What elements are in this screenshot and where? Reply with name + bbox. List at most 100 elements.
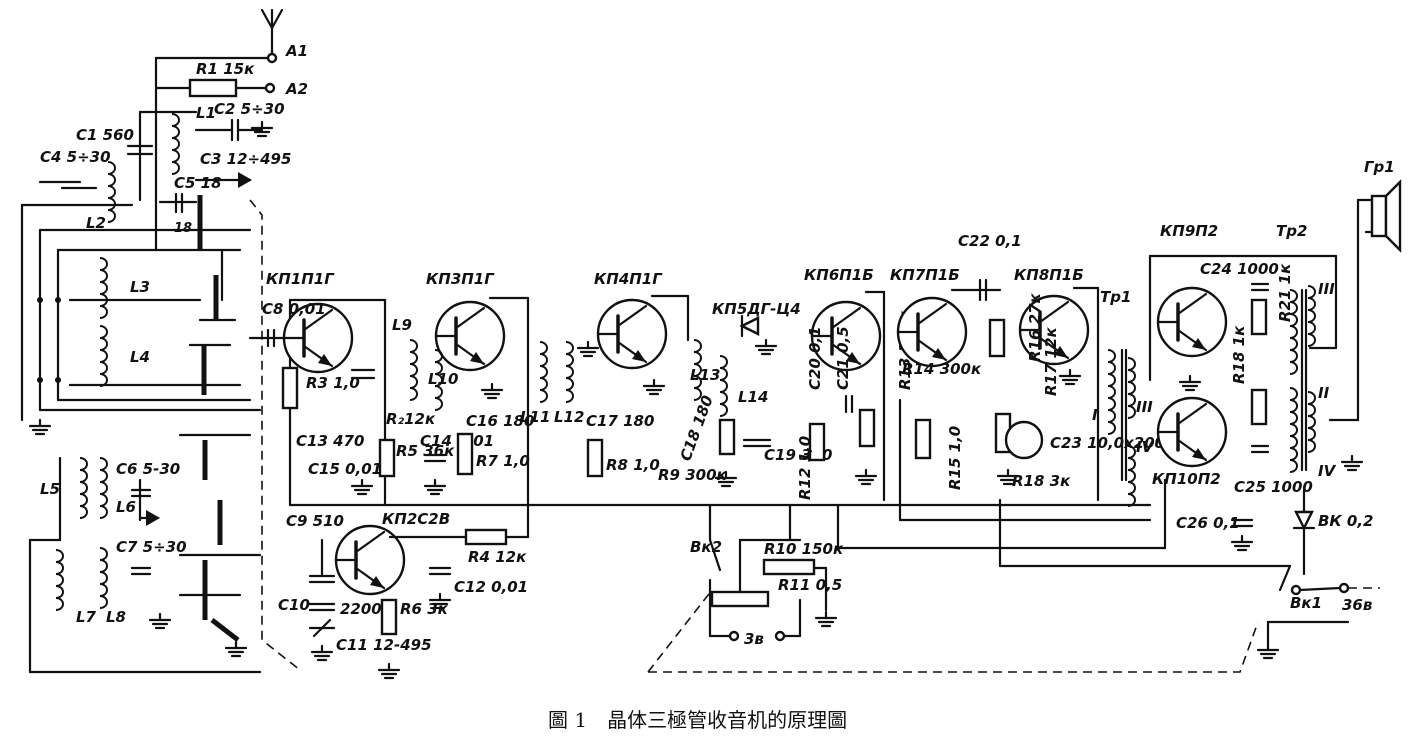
c13-label: C13 470 bbox=[296, 432, 364, 450]
c20-label: C20 0,1 bbox=[806, 326, 824, 390]
resistor-r21 bbox=[1250, 298, 1268, 336]
r10-label: R10 150к bbox=[764, 540, 844, 558]
resistor-r5 bbox=[378, 438, 396, 478]
diode-vk-icon bbox=[1292, 510, 1316, 531]
c18-label: C18 180 bbox=[676, 393, 716, 463]
l12-label: L12 bbox=[554, 408, 584, 426]
r21-label: R21 1к bbox=[1276, 263, 1294, 322]
kp8-label: КП8П1Б bbox=[1014, 266, 1084, 284]
c16-label: C16 180 bbox=[466, 412, 534, 430]
kp2-label: КП2С2В bbox=[382, 510, 450, 528]
resistor-r16 bbox=[988, 318, 1006, 358]
resistor-r10 bbox=[762, 558, 816, 576]
c21-label: C21 0,5 bbox=[834, 326, 852, 390]
l1-label: L1 bbox=[196, 104, 216, 122]
l13-label: L13 bbox=[690, 366, 720, 384]
c7-label: C7 5÷30 bbox=[116, 538, 187, 556]
r3-label: R3 1,0 bbox=[306, 374, 360, 392]
antenna-icon bbox=[260, 8, 284, 64]
l8-label: L8 bbox=[106, 608, 126, 626]
l6-label: L6 bbox=[116, 498, 136, 516]
transistor-kp4-icon bbox=[596, 298, 668, 370]
transistor-kp7-icon bbox=[896, 296, 968, 368]
resistor-r18b bbox=[1250, 388, 1268, 426]
kp5-label: КП5ДГ-Ц4 bbox=[712, 300, 801, 318]
transistor-kp3-icon bbox=[434, 300, 506, 372]
v36-label: 36в bbox=[1342, 596, 1372, 614]
resistor-r4 bbox=[464, 528, 508, 546]
r1-label: R1 15к bbox=[196, 60, 255, 78]
tr1-w4-label: IV bbox=[1136, 438, 1155, 456]
v3-label: 3в bbox=[744, 630, 764, 648]
c22-label: C22 0,1 bbox=[958, 232, 1022, 250]
resistor-r3 bbox=[281, 366, 299, 410]
antenna-a1-label: A1 bbox=[285, 42, 308, 60]
kp7-label: КП7П1Б bbox=[890, 266, 960, 284]
capacitor-c23 bbox=[1004, 420, 1044, 460]
c5-label: C5 18 bbox=[174, 174, 222, 192]
c17-label: C17 180 bbox=[586, 412, 654, 430]
c24-label: C24 1000 bbox=[1200, 260, 1279, 278]
l3-label: L3 bbox=[130, 278, 150, 296]
l11-label: L11 bbox=[520, 408, 550, 426]
l4-label: L4 bbox=[130, 348, 150, 366]
kp1-label: КП1П1Г bbox=[266, 270, 335, 288]
bk1-label: Вк1 bbox=[1290, 594, 1322, 612]
diode-vk-label: ВК 0,2 bbox=[1318, 512, 1374, 530]
kp6-label: КП6П1Б bbox=[804, 266, 874, 284]
resistor-r13 bbox=[858, 408, 876, 448]
c8-label: C8 0,01 bbox=[262, 300, 326, 318]
transistor-kp9-icon bbox=[1156, 286, 1228, 358]
resistor-r11 bbox=[710, 590, 770, 608]
speaker-icon bbox=[1370, 179, 1402, 253]
tr2-w4-label: IV bbox=[1318, 462, 1337, 480]
c3-label: C3 12÷495 bbox=[200, 150, 291, 168]
c11-label: C11 12-495 bbox=[336, 636, 432, 654]
figure-caption: 圖 1 晶体三極管收音机的原理圖 bbox=[548, 708, 847, 732]
r7-label: R7 1,0 bbox=[476, 452, 530, 470]
l5-label: L5 bbox=[40, 480, 60, 498]
r11-label: R11 0,5 bbox=[778, 576, 842, 594]
kp10-label: КП10П2 bbox=[1152, 470, 1221, 488]
r17-label: R17 12к bbox=[1042, 326, 1060, 396]
tr1-w1-label: I bbox=[1092, 406, 1098, 424]
c25-label: C25 1000 bbox=[1234, 478, 1313, 496]
transistor-kp10-icon bbox=[1156, 396, 1228, 468]
resistor-r6 bbox=[380, 598, 398, 636]
c23-label: C23 10,0x20б bbox=[1050, 434, 1165, 452]
bk2-label: Вк2 bbox=[690, 538, 722, 556]
l14-label: L14 bbox=[738, 388, 768, 406]
r18-label: R18 3к bbox=[1012, 472, 1071, 490]
c1-label: C1 560 bbox=[76, 126, 134, 144]
kp3-label: КП3П1Г bbox=[426, 270, 495, 288]
resistor-r8 bbox=[586, 438, 604, 478]
r16-label: R16 27к bbox=[1026, 292, 1044, 362]
r12-label: R12 1,0 bbox=[796, 436, 814, 500]
antenna-a2-label: A2 bbox=[285, 80, 308, 98]
c26-label: C26 0,1 bbox=[1176, 514, 1240, 532]
resistor-r15 bbox=[914, 418, 932, 460]
tr2-w3-label: III bbox=[1318, 280, 1335, 298]
c4-label: C4 5÷30 bbox=[40, 148, 111, 166]
resistor-r12 bbox=[808, 422, 826, 462]
l7-label: L7 bbox=[76, 608, 97, 626]
l10-label: L10 bbox=[428, 370, 458, 388]
c10-value: 2200 bbox=[340, 600, 382, 618]
resistor-r9 bbox=[718, 418, 736, 456]
kp9-label: КП9П2 bbox=[1160, 222, 1218, 240]
diode-icon bbox=[739, 314, 760, 338]
tr1-label: Тр1 bbox=[1100, 288, 1131, 306]
kp4-label: КП4П1Г bbox=[594, 270, 663, 288]
r9-label: R9 300к bbox=[658, 466, 728, 484]
tr1-w3-label: III bbox=[1136, 398, 1153, 416]
r14-label: R14 300к bbox=[902, 360, 982, 378]
speaker-label: Гр1 bbox=[1364, 158, 1395, 176]
c5-value: 18 bbox=[174, 221, 192, 236]
resistor-r7 bbox=[456, 432, 474, 476]
c9-label: C9 510 bbox=[286, 512, 344, 530]
c10-label: C10 bbox=[278, 596, 310, 614]
tr2-w2-label: II bbox=[1318, 384, 1330, 402]
c6-label: C6 5-30 bbox=[116, 460, 180, 478]
r18b-label: R18 1к bbox=[1230, 325, 1248, 384]
